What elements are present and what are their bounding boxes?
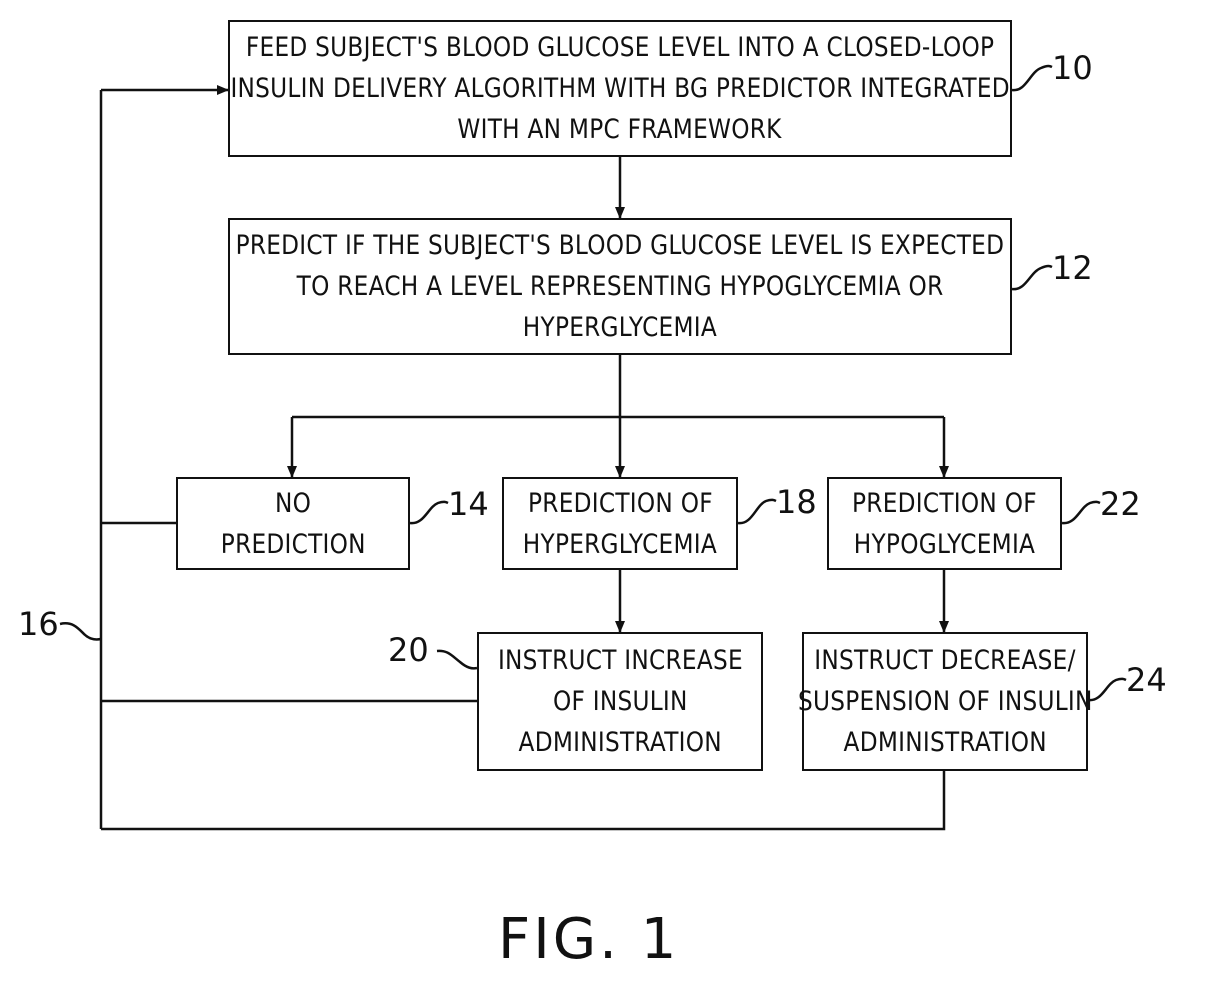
- predict-level-box: PREDICT IF THE SUBJECT'S BLOOD GLUCOSE L…: [228, 218, 1012, 355]
- predict-level-line-2: TO REACH A LEVEL REPRESENTING HYPOGLYCEM…: [297, 266, 944, 307]
- feed-glucose-line-3: WITH AN MPC FRAMEWORK: [458, 109, 782, 150]
- ref-numeral-14: 14: [448, 488, 489, 520]
- hyperglycemia-prediction-line-1: PREDICTION OF: [528, 483, 713, 524]
- ref-numeral-12: 12: [1052, 252, 1093, 284]
- leader-12: [1012, 266, 1052, 289]
- leader-16: [60, 623, 101, 639]
- increase-insulin-line-1: INSTRUCT INCREASE: [498, 640, 743, 681]
- no-prediction-box: NO PREDICTION: [176, 477, 410, 570]
- hypoglycemia-prediction-line-2: HYPOGLYCEMIA: [854, 524, 1035, 565]
- hyperglycemia-prediction-box: PREDICTION OF HYPERGLYCEMIA: [502, 477, 738, 570]
- leader-20: [437, 651, 477, 668]
- hypoglycemia-prediction-box: PREDICTION OF HYPOGLYCEMIA: [827, 477, 1062, 570]
- ref-numeral-22: 22: [1100, 488, 1141, 520]
- increase-insulin-box: INSTRUCT INCREASE OF INSULIN ADMINISTRAT…: [477, 632, 763, 771]
- leader-24: [1088, 679, 1126, 700]
- decrease-insulin-line-2: SUSPENSION OF INSULIN: [798, 681, 1093, 722]
- ref-numeral-16: 16: [18, 608, 59, 640]
- increase-insulin-line-2: OF INSULIN: [553, 681, 688, 722]
- ref-numeral-18: 18: [776, 486, 817, 518]
- no-prediction-line-2: PREDICTION: [220, 524, 365, 565]
- feed-glucose-line-2: INSULIN DELIVERY ALGORITHM WITH BG PREDI…: [230, 68, 1009, 109]
- leader-22: [1062, 502, 1100, 523]
- predict-level-line-3: HYPERGLYCEMIA: [523, 307, 717, 348]
- ref-numeral-24: 24: [1126, 664, 1167, 696]
- increase-insulin-line-3: ADMINISTRATION: [518, 722, 721, 763]
- ref-numeral-10: 10: [1052, 52, 1093, 84]
- decrease-insulin-line-3: ADMINISTRATION: [843, 722, 1046, 763]
- figure-label: FIG. 1: [498, 912, 679, 968]
- hyperglycemia-prediction-line-2: HYPERGLYCEMIA: [523, 524, 717, 565]
- leader-10: [1012, 66, 1052, 90]
- decrease-insulin-box: INSTRUCT DECREASE/ SUSPENSION OF INSULIN…: [802, 632, 1088, 771]
- decrease-insulin-line-1: INSTRUCT DECREASE/: [814, 640, 1075, 681]
- feed-glucose-line-1: FEED SUBJECT'S BLOOD GLUCOSE LEVEL INTO …: [246, 27, 994, 68]
- predict-level-line-1: PREDICT IF THE SUBJECT'S BLOOD GLUCOSE L…: [236, 225, 1005, 266]
- leader-18: [738, 500, 776, 523]
- feed-glucose-box: FEED SUBJECT'S BLOOD GLUCOSE LEVEL INTO …: [228, 20, 1012, 157]
- no-prediction-line-1: NO: [275, 483, 311, 524]
- leader-14: [410, 502, 448, 523]
- feedback-from-decrease: [101, 771, 944, 829]
- ref-numeral-20: 20: [388, 634, 429, 666]
- hypoglycemia-prediction-line-1: PREDICTION OF: [852, 483, 1037, 524]
